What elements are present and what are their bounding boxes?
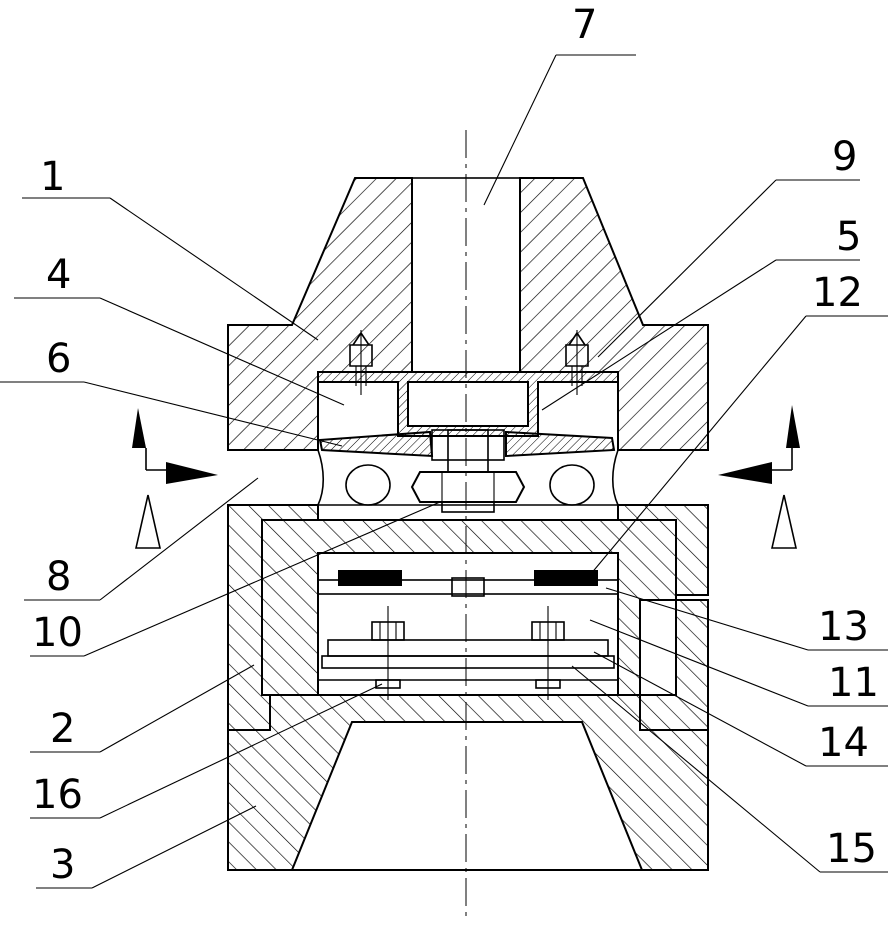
callout-4: 4 [46,252,71,298]
callout-14: 14 [818,720,869,766]
callout-9: 9 [832,134,857,180]
callout-2: 2 [50,706,75,752]
base-part-3 [228,695,708,870]
callout-13: 13 [818,604,869,650]
upper-body-part-1 [228,178,708,450]
flow-arrow-left [132,408,218,548]
callout-1: 1 [40,154,65,200]
callout-15: 15 [826,826,877,872]
callout-labels: 7 1 9 5 4 12 6 8 10 13 11 2 14 16 3 15 [32,2,879,888]
callout-11: 11 [828,660,879,706]
callout-12: 12 [812,270,863,316]
magnet-right-part-12 [534,570,598,586]
callout-6: 6 [46,336,71,382]
callout-10: 10 [32,610,83,656]
plate-part-13 [318,578,618,596]
callout-16: 16 [32,772,83,818]
cap-part-5 [318,372,618,436]
magnet-left-part-12 [338,570,402,586]
callout-8: 8 [46,554,71,600]
flow-arrow-right [718,405,800,548]
sensor-board-part-14 [318,640,618,680]
nut-part-10 [412,472,524,512]
callout-3: 3 [50,842,75,888]
screw-right [532,606,564,700]
callout-5: 5 [836,214,861,260]
callout-7: 7 [572,2,597,48]
